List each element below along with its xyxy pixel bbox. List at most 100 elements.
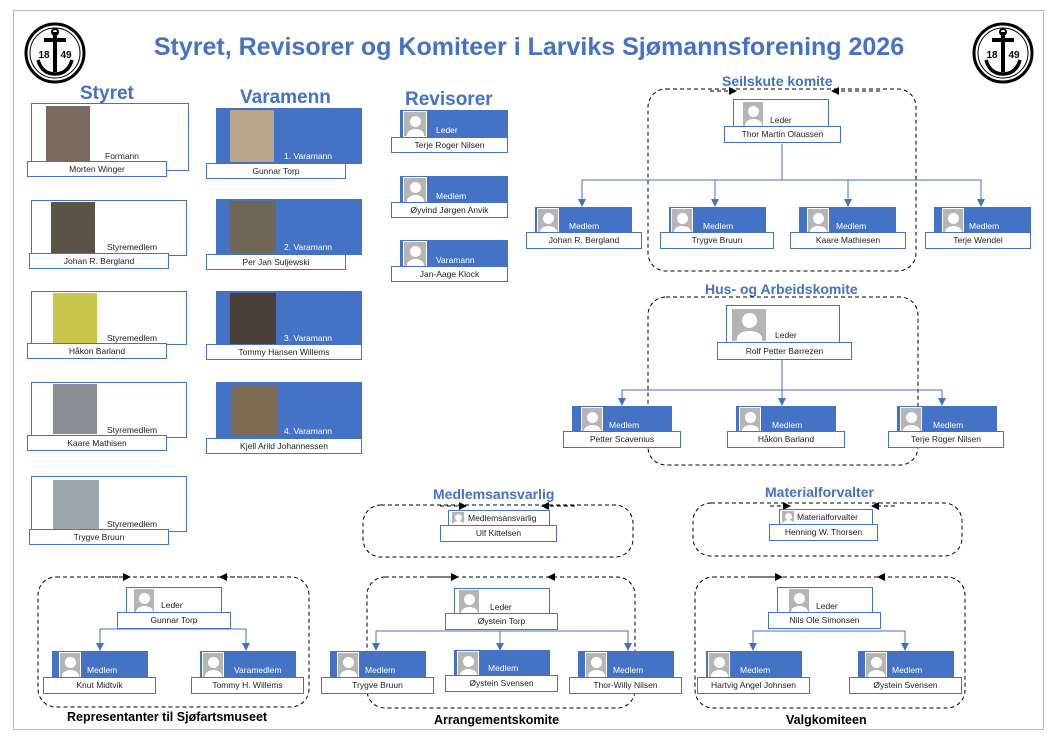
page-title: Styret, Revisorer og Komiteer i Larviks … bbox=[153, 33, 905, 61]
portrait-photo bbox=[53, 384, 97, 434]
name-label: Øystein Svensen bbox=[445, 675, 558, 692]
person-placeholder-icon bbox=[337, 652, 359, 678]
name-label: Kjell Arild Johannessen bbox=[206, 438, 362, 454]
role-label: Leder bbox=[816, 601, 838, 611]
person-placeholder-icon bbox=[581, 407, 603, 432]
role-label: Leder bbox=[436, 125, 458, 135]
person-placeholder-icon bbox=[942, 208, 964, 234]
group-outline-valg bbox=[694, 576, 966, 709]
role-label: Medlem bbox=[569, 221, 600, 231]
name-label: Trygve Bruun bbox=[29, 529, 169, 545]
name-label: Gunnar Torp bbox=[206, 163, 346, 179]
logo-year-right: 49 bbox=[60, 50, 72, 61]
portrait-photo bbox=[51, 202, 95, 254]
name-label: Kaare Mathisen bbox=[27, 435, 167, 451]
name-label: Terje Roger Nilsen bbox=[391, 137, 508, 153]
revisor-card-leder: Leder Terje Roger Nilsen bbox=[391, 110, 508, 156]
varamann-card-3: 3. Varamann Tommy Hansen Willems bbox=[206, 291, 362, 367]
portrait-photo bbox=[230, 293, 276, 345]
hus-leader-card: Leder Rolf Petter Børrezen bbox=[717, 305, 852, 363]
name-label: Trygve Bruun bbox=[321, 677, 434, 694]
valg-member-card-1: Medlem Hartvig Angel Johnsen bbox=[697, 651, 810, 697]
role-label: Medlem bbox=[740, 665, 771, 675]
name-label: Jan-Aage Klock bbox=[391, 266, 508, 282]
section-title-styret: Styret bbox=[80, 83, 134, 104]
person-placeholder-icon bbox=[671, 208, 693, 234]
arrangement-member-card-1: Medlem Trygve Bruun bbox=[321, 651, 434, 697]
portrait-photo bbox=[230, 110, 274, 162]
person-placeholder-icon bbox=[807, 208, 829, 234]
portrait-photo bbox=[53, 293, 97, 343]
svg-text:49: 49 bbox=[1008, 50, 1020, 61]
valg-leader-card: Leder Nils Ole Simonsen bbox=[768, 587, 881, 633]
role-label: Medlem bbox=[892, 665, 923, 675]
name-label: Øystein Torp bbox=[445, 613, 558, 630]
role-label: Medlem bbox=[933, 420, 964, 430]
role-label: Styremedlem bbox=[107, 425, 158, 435]
styret-card-formann: Formann Morten Winger bbox=[27, 103, 189, 185]
name-label: Nils Ole Simonsen bbox=[768, 612, 881, 629]
valg-member-card-2: Medlem Øystein Svensen bbox=[849, 651, 962, 697]
role-label: Medlem bbox=[365, 665, 396, 675]
role-label: 2. Varamann bbox=[284, 242, 333, 252]
person-placeholder-icon bbox=[788, 588, 810, 614]
group-outline-medlemsansvarlig bbox=[362, 504, 634, 558]
person-placeholder-icon bbox=[537, 208, 559, 234]
styret-card-styremedlem-4: Styremedlem Trygve Bruun bbox=[29, 476, 187, 550]
name-label: Thor-Willy Nilsen bbox=[569, 677, 682, 694]
name-label: Hartvig Angel Johnsen bbox=[697, 677, 810, 694]
hus-member-card-2: Medlem Håkon Barland bbox=[727, 406, 845, 452]
person-placeholder-icon bbox=[133, 588, 155, 614]
role-label: Styremedlem bbox=[107, 333, 158, 343]
name-label: Rolf Petter Børrezen bbox=[717, 342, 852, 360]
role-label: Styremedlem bbox=[107, 519, 158, 529]
role-label: Leder bbox=[770, 115, 792, 125]
revisor-card-varamann: Varamann Jan-Aage Klock bbox=[391, 240, 508, 286]
role-label: Medlemsansvarlig bbox=[468, 513, 537, 523]
person-placeholder-icon bbox=[202, 652, 224, 678]
portrait-photo bbox=[46, 106, 90, 162]
revisor-card-medlem: Medlem Øyvind Jørgen Anvik bbox=[391, 176, 508, 222]
role-label: Leder bbox=[161, 600, 183, 610]
name-label: Knut Midtvik bbox=[43, 677, 156, 694]
person-placeholder-icon bbox=[451, 511, 465, 525]
role-label: Medlem bbox=[87, 665, 118, 675]
anchor-logo-right: 18 49 bbox=[972, 22, 1034, 84]
group-outline-seilskute bbox=[647, 88, 917, 272]
seilskute-member-card-3: Medlem Kaare Mathiesen bbox=[790, 207, 906, 253]
seilskute-member-card-2: Medlem Trygve Bruun bbox=[660, 207, 774, 253]
person-placeholder-icon bbox=[731, 308, 767, 342]
name-label: Håkon Barland bbox=[27, 343, 167, 359]
name-label: Kaare Mathiesen bbox=[790, 232, 906, 249]
portrait-photo bbox=[53, 480, 99, 530]
person-placeholder-icon bbox=[739, 407, 761, 432]
role-label: Materialforvalter bbox=[797, 512, 858, 522]
role-label: 1. Varamann bbox=[284, 151, 333, 161]
person-placeholder-icon bbox=[900, 407, 922, 432]
section-title-hus: Hus- og Arbeidskomite bbox=[705, 281, 858, 297]
hus-member-card-1: Medlem Petter Scavenius bbox=[563, 406, 681, 452]
arrangement-member-card-2: Medlem Øystein Svensen bbox=[445, 650, 558, 696]
hus-member-card-3: Medlem Terje Roger Nilsen bbox=[888, 406, 1006, 452]
seilskute-leader-card: Leder Thor Martin Olaussen bbox=[724, 99, 841, 147]
page-frame bbox=[13, 10, 1044, 730]
role-label: 4. Varamann bbox=[284, 426, 333, 436]
role-label: Medlem bbox=[436, 191, 467, 201]
name-label: Tommy Hansen Willems bbox=[206, 344, 362, 360]
seilskute-member-card-1: Medlem Johan R. Bergland bbox=[526, 207, 642, 253]
svg-text:18: 18 bbox=[986, 50, 998, 61]
role-label: Styremedlem bbox=[107, 242, 158, 252]
caption-sjofartsmuseet: Representanter til Sjøfartsmuseet bbox=[67, 710, 268, 724]
section-title-materialforvalter: Materialforvalter bbox=[765, 484, 874, 500]
styret-card-styremedlem-1: Styremedlem Johan R. Bergland bbox=[29, 200, 187, 274]
name-label: Morten Winger bbox=[27, 161, 167, 177]
name-label: Johan R. Bergland bbox=[29, 253, 169, 269]
person-placeholder-icon bbox=[458, 589, 480, 615]
role-label: Medlem bbox=[703, 221, 734, 231]
role-label: Varamann bbox=[436, 255, 475, 265]
varamann-card-4: 4. Varamann Kjell Arild Johannessen bbox=[206, 382, 362, 458]
person-placeholder-icon bbox=[403, 177, 427, 203]
section-title-medlemsansvarlig: Medlemsansvarlig bbox=[433, 486, 555, 502]
name-label: Johan R. Bergland bbox=[526, 232, 642, 249]
